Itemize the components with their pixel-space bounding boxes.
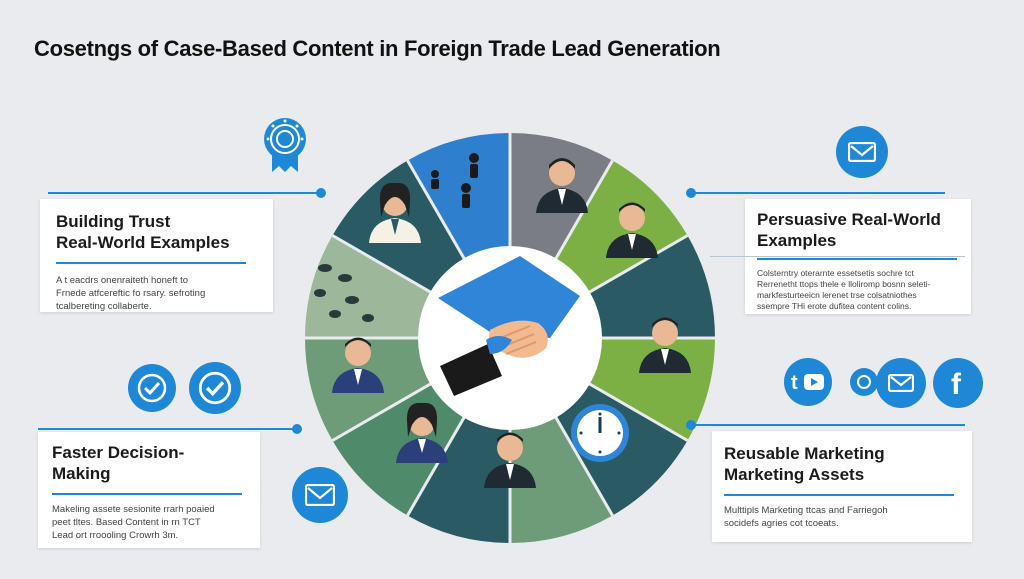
card-body-line: Rerrenetht ttops thele e lloliromp bosnn… [757, 279, 931, 289]
card-heading: Faster Decision- Making [52, 442, 248, 484]
facebook-letter: f [951, 368, 962, 398]
checkmark-glyph [137, 373, 167, 403]
card-heading-line: Persuasive Real-World [757, 210, 941, 229]
award-ribbon-graphic [264, 118, 306, 172]
card-body-line: socidefs agries cot tcoeats. [724, 518, 839, 529]
card-body: Makeling assete sesionite rrarh poaied p… [52, 503, 248, 542]
person-figure [484, 432, 536, 488]
card-body-line: Colsterntry oterarnte essetsetis sochre … [757, 268, 914, 278]
mail-glyph [305, 484, 335, 506]
card-heading-line: Making [52, 464, 111, 483]
award-ribbon-icon [262, 118, 308, 172]
card-faster-decision: Faster Decision- Making Makeling assete … [38, 432, 260, 548]
card-heading: Building Trust Real-World Examples [56, 211, 259, 253]
card-body-line: tcalbereting collaberte. [56, 301, 152, 312]
person-figure [606, 202, 658, 258]
checkmark-icon [189, 362, 241, 414]
youtube-letter: t [791, 372, 798, 394]
card-heading-line: Building Trust [56, 212, 171, 231]
person-figure [369, 182, 421, 243]
scattered-item-icons [314, 264, 374, 322]
card-body-line: Lead ort rroooling Crowrh 3m. [52, 530, 179, 541]
person-figure [639, 317, 691, 373]
card-body-line: markfesturteeicn lerenet trse colsatniot… [757, 290, 917, 300]
facebook-icon: f [933, 358, 983, 408]
page-title: Cosetngs of Case-Based Content in Foreig… [34, 36, 721, 61]
card-rule [56, 262, 246, 264]
card-rule [52, 493, 242, 495]
connector-line [48, 192, 323, 194]
card-rule [757, 258, 957, 260]
connector-line [38, 428, 293, 430]
mail-icon [292, 467, 348, 523]
person-figure [396, 402, 448, 463]
card-heading: Reusable Marketing Marketing Assets [724, 443, 958, 485]
people-icons [314, 153, 691, 488]
card-body-line: Frnede atfcereftic fo rsary. sefroting [56, 288, 206, 299]
card-heading-line: Marketing Assets [724, 465, 865, 484]
card-body-line: A t eacdrs onenraiteth honeft to [56, 275, 189, 286]
card-heading-line: Examples [757, 231, 837, 250]
card-heading: Persuasive Real-World Examples [757, 209, 959, 251]
card-body: A t eacdrs onenraiteth honeft to Frnede … [56, 274, 259, 313]
card-body-line: ssempre THi erote dufitea content colins… [757, 301, 912, 311]
youtube-icon: t [784, 358, 832, 406]
email-icon [836, 126, 888, 178]
youtube-glyph: t [791, 372, 824, 394]
card-body: Colsterntry oterarnte essetsetis sochre … [757, 268, 959, 312]
card-body-line: Multtipls Marketing ttcas and Farriegoh [724, 505, 888, 516]
person-figure [332, 337, 384, 393]
connector-line [710, 256, 965, 257]
card-building-trust: Building Trust Real-World Examples A t e… [40, 199, 273, 312]
connector-dot [686, 420, 696, 430]
social-small-glyph [857, 375, 871, 389]
card-body-line: Makeling assete sesionite rrarh poaied [52, 504, 215, 515]
mail-icon [876, 358, 926, 408]
checkmark-glyph [198, 371, 232, 405]
small-figures [431, 153, 479, 208]
handshake-icon [438, 256, 580, 396]
connector-line [690, 424, 965, 426]
card-heading-line: Reusable Marketing [724, 444, 885, 463]
checkmark-icon [128, 364, 176, 412]
card-body-line: peet tltes. Based Content in rn TCT [52, 517, 201, 528]
mail-glyph [888, 374, 914, 392]
card-body: Multtipls Marketing ttcas and Farriegoh … [724, 504, 958, 530]
email-glyph [848, 142, 876, 162]
clock-icon [571, 404, 629, 462]
connector-line [690, 192, 945, 194]
connector-dot [686, 188, 696, 198]
person-figure [536, 158, 588, 213]
card-heading-line: Faster Decision- [52, 443, 185, 462]
card-reusable-assets: Reusable Marketing Marketing Assets Mult… [712, 431, 972, 542]
card-rule [724, 494, 954, 496]
facebook-glyph: f [951, 368, 962, 398]
case-content-wheel [305, 133, 715, 543]
social-small-icon [850, 368, 878, 396]
card-heading-line: Real-World Examples [56, 233, 230, 252]
connector-dot [292, 424, 302, 434]
connector-dot [316, 188, 326, 198]
